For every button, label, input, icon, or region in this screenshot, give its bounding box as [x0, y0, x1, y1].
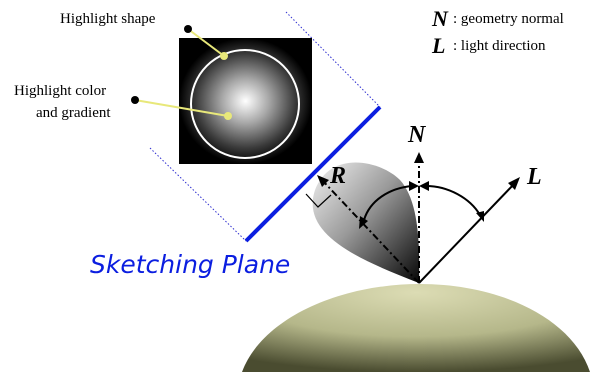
leader-line-color: [134, 99, 229, 117]
sketching-plane-line: [244, 105, 382, 243]
leader-dot-shape-inner: [220, 52, 228, 60]
angle-arc-left-head-b: [409, 181, 419, 191]
normal-arrowhead: [414, 152, 424, 163]
reflection-arrowhead: [317, 175, 329, 187]
angle-arc-right: [425, 185, 481, 216]
highlight-ring: [190, 49, 300, 159]
legend-light-symbol: L: [431, 33, 445, 58]
leader-dot-shape-outer: [184, 25, 192, 33]
angle-arc-right-head-a: [419, 181, 429, 191]
highlight-gradient: [179, 38, 312, 164]
legend-normal-text: : geometry normal: [453, 11, 564, 27]
angle-arc-left: [363, 185, 413, 221]
leader-dot-color-inner: [224, 112, 232, 120]
leader-dot-color-outer: [131, 96, 139, 104]
angle-arc-left-head-a: [359, 216, 368, 229]
sketching-plane-label: Sketching Plane: [90, 250, 290, 279]
highlight-color-label-line1: Highlight color: [14, 83, 106, 99]
light-vector-line: [418, 182, 516, 284]
legend-normal-symbol: N: [431, 6, 449, 31]
normal-label: N: [407, 122, 427, 148]
legend-light-text: : light direction: [453, 38, 546, 54]
light-arrowhead: [508, 177, 520, 190]
light-label: L: [526, 164, 542, 190]
geometry-surface: [242, 284, 590, 372]
highlight-shape-label: Highlight shape: [60, 11, 156, 27]
angle-arc-right-head-b: [476, 211, 484, 222]
leader-line-shape: [187, 28, 225, 57]
projection-line-top: [285, 11, 381, 108]
reflection-vector-line: [321, 179, 420, 284]
right-angle-marker: [305, 193, 332, 208]
projection-line-bottom: [149, 147, 247, 242]
reflection-label: R: [329, 163, 346, 189]
highlight-color-label-line2: and gradient: [36, 105, 111, 121]
